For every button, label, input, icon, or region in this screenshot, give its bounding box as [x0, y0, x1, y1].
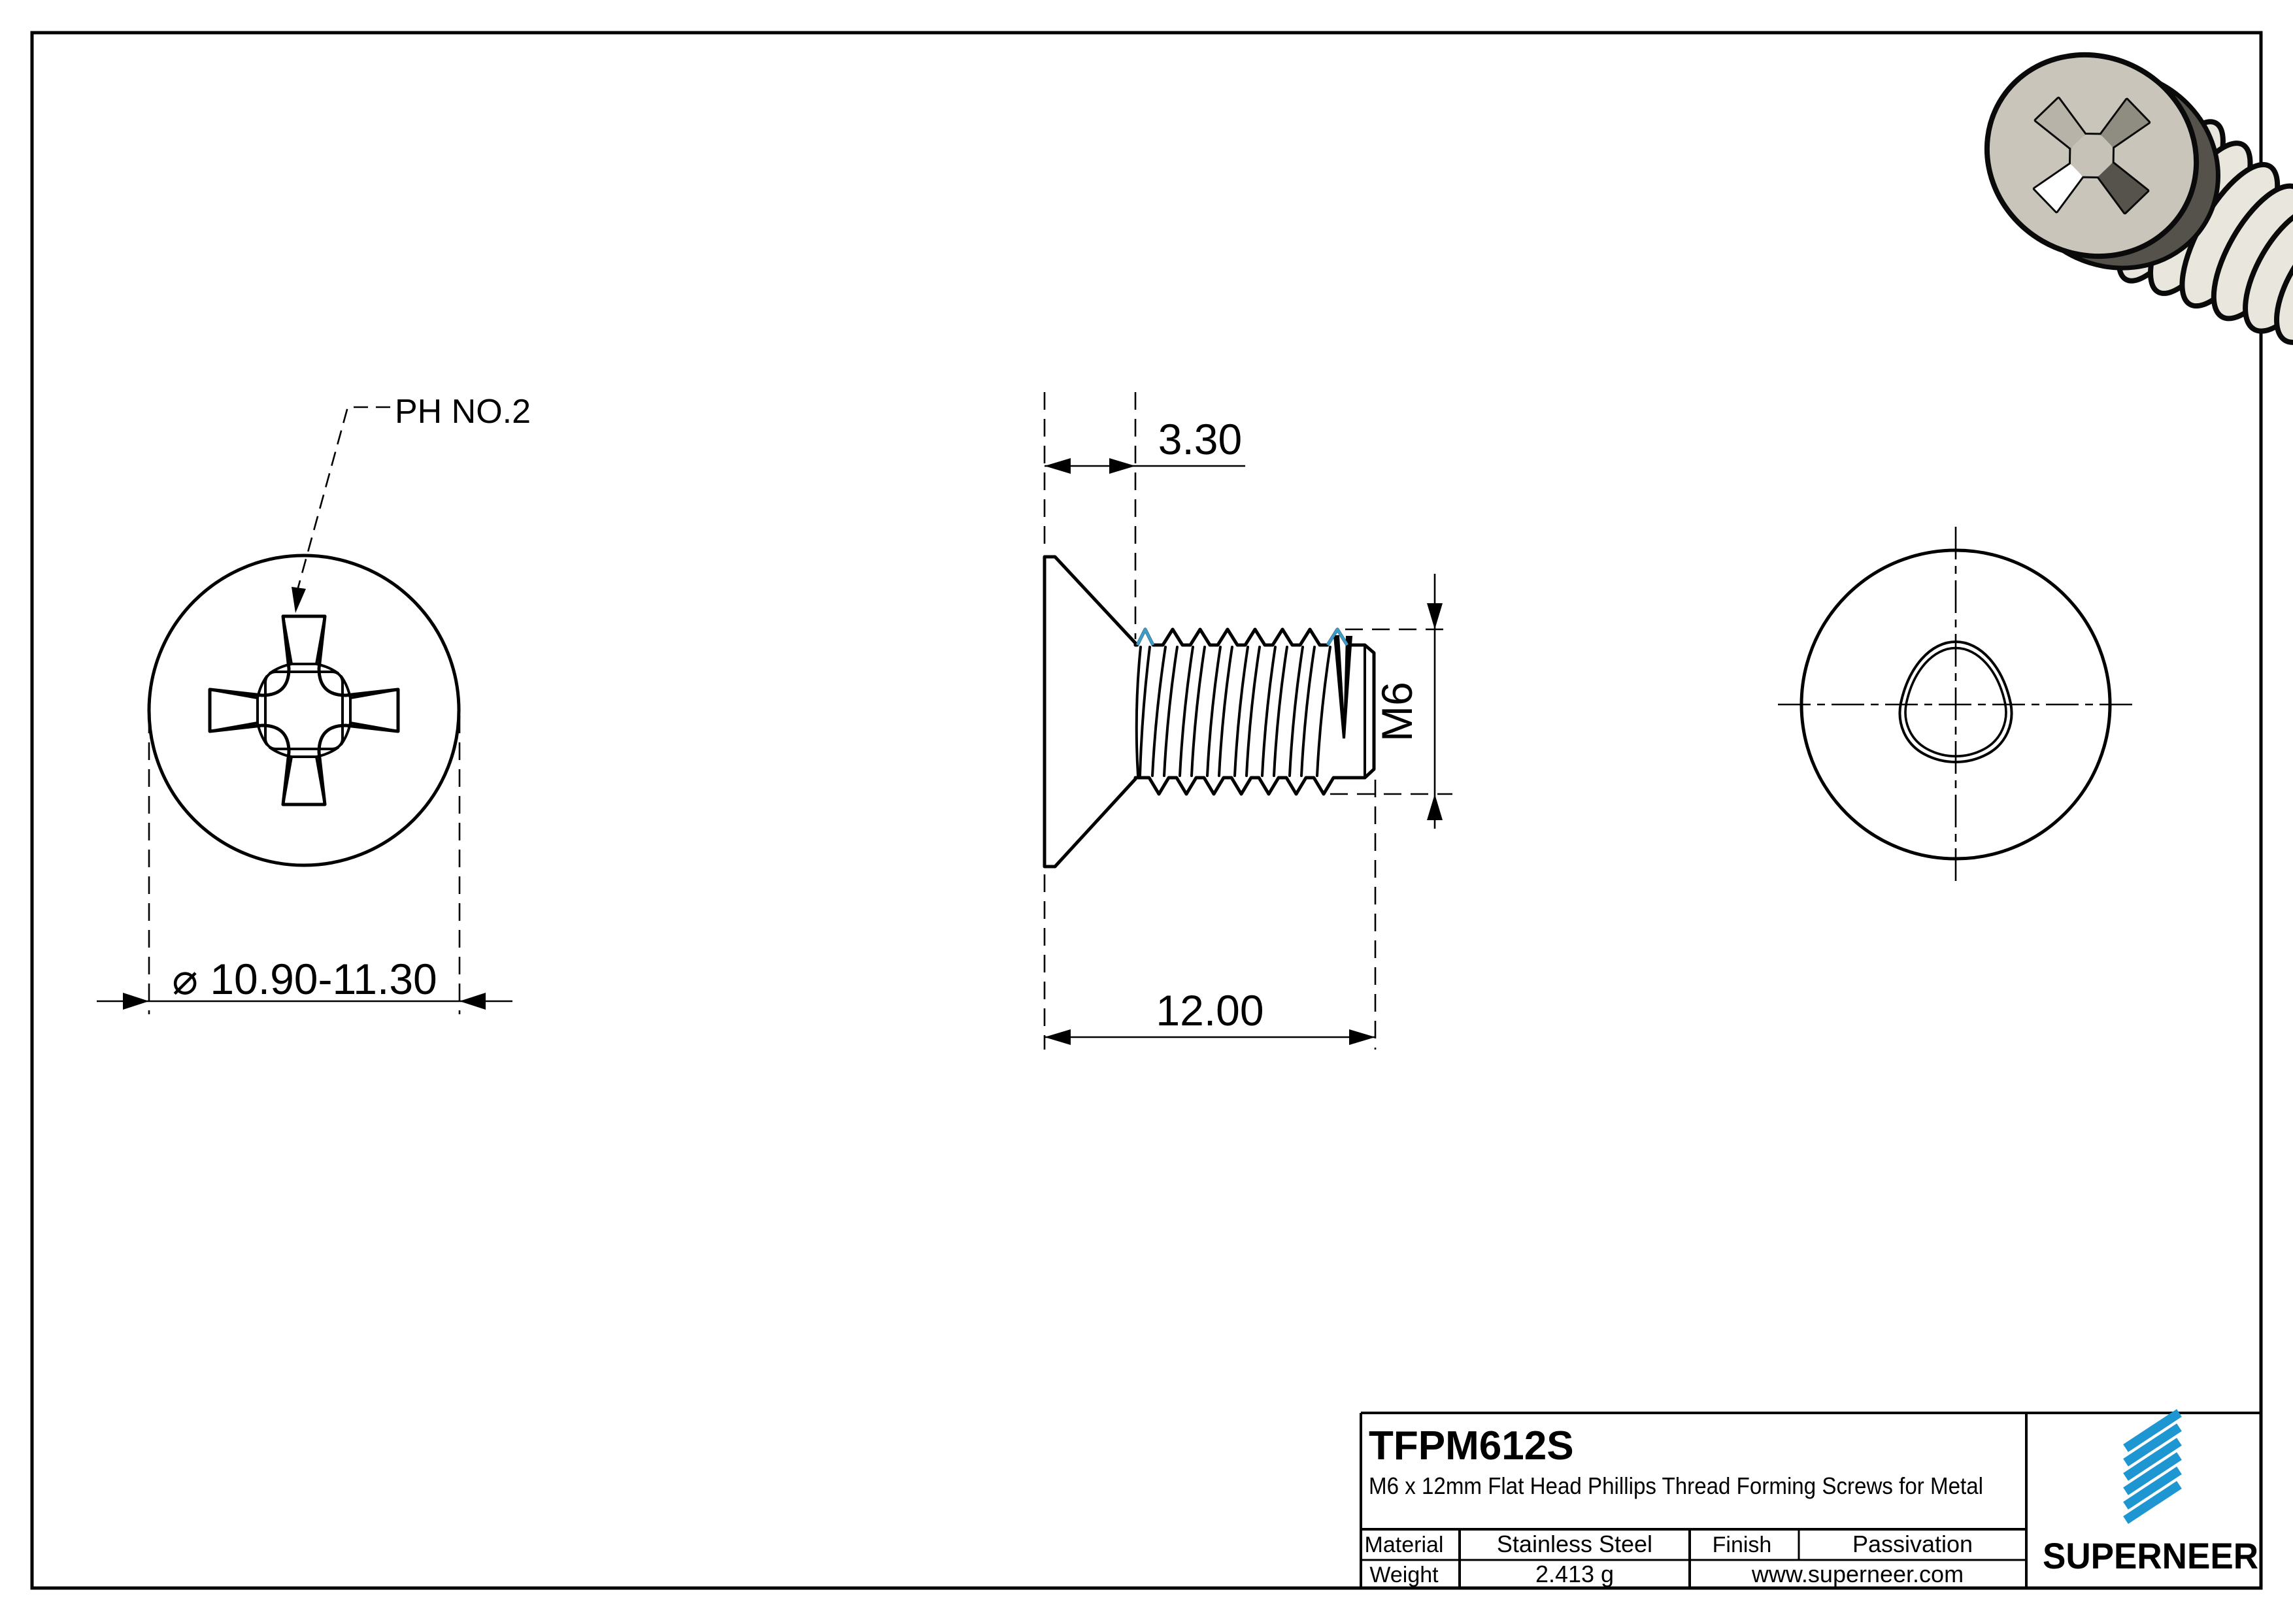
screw-profile-outline [1043, 555, 1376, 869]
weight-value: 2.413 g [1535, 1561, 1614, 1587]
diameter-dim-text: ⌀ 10.90-11.30 [172, 955, 437, 1003]
head-outline-circle [147, 554, 461, 867]
head-height-dimension: 3.30 [1043, 392, 1245, 639]
part-description: M6 x 12mm Flat Head Phillips Thread Form… [1369, 1472, 1983, 1499]
head-height-dim-text: 3.30 [1158, 415, 1242, 463]
thread-size-dim-text: M6 [1373, 682, 1421, 742]
screw-3d-phillips-icon [2032, 96, 2151, 215]
ph-label: PH NO.2 [395, 393, 531, 431]
phillips-recess-icon [208, 614, 400, 806]
website-link[interactable]: www.superneer.com [1751, 1561, 1964, 1587]
back-view [1778, 527, 2134, 884]
phillips-inner-detail [209, 615, 399, 806]
weight-label: Weight [1369, 1563, 1439, 1587]
part-number: TFPM612S [1369, 1423, 1574, 1468]
material-value: Stainless Steel [1497, 1531, 1652, 1557]
sheet-border [30, 31, 2263, 1590]
trilobular-core [1898, 640, 2013, 763]
length-dimension: 12.00 [1043, 780, 1377, 1050]
front-view: PH NO.2 ⌀ 10.90-11.30 [97, 393, 531, 1014]
side-view: 3.30 12.00 M6 [1043, 392, 1452, 1050]
front-diameter-dimension: ⌀ 10.90-11.30 [97, 716, 512, 1014]
logo-stripes-icon [2123, 1409, 2182, 1524]
thread-flanks [1135, 646, 1331, 777]
brand-name: SUPERNEER [2043, 1535, 2258, 1576]
leader-arrow-icon [292, 587, 306, 613]
screw-3d-render [1984, 52, 2293, 345]
thread-crest-highlights [1135, 627, 1348, 646]
thread-size-dimension: M6 [1330, 574, 1452, 829]
length-dim-text: 12.00 [1156, 986, 1264, 1035]
material-label: Material [1365, 1533, 1444, 1557]
finish-label: Finish [1713, 1533, 1772, 1557]
ph-leader: PH NO.2 [292, 393, 531, 613]
finish-value: Passivation [1852, 1531, 1973, 1557]
brand-logo: SUPERNEER [2043, 1409, 2258, 1576]
thread-runout [1333, 635, 1352, 738]
title-block: TFPM612S M6 x 12mm Flat Head Phillips Th… [1360, 1409, 2261, 1588]
